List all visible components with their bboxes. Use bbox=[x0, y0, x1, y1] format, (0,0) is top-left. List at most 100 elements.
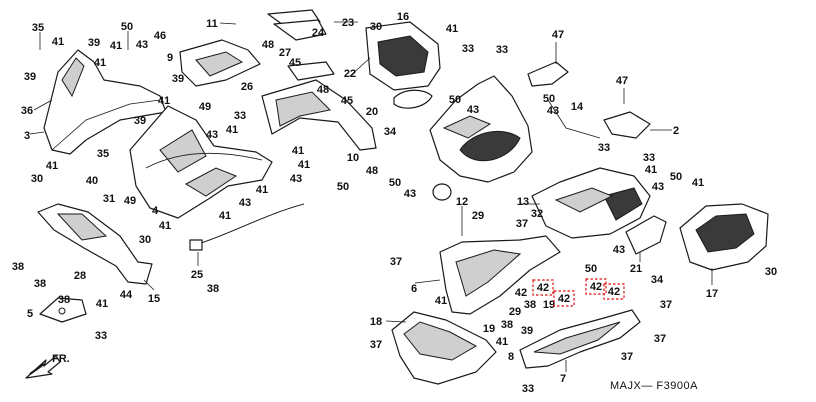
callout-41: 41 bbox=[94, 57, 106, 69]
callout-43: 43 bbox=[136, 39, 148, 51]
callout-43: 43 bbox=[206, 129, 218, 141]
callout-48: 48 bbox=[262, 39, 274, 51]
callout-45: 45 bbox=[341, 95, 353, 107]
leader-lines bbox=[39, 21, 713, 372]
callout-39: 39 bbox=[134, 115, 146, 127]
callout-41: 41 bbox=[96, 298, 108, 310]
callout-23: 23 bbox=[342, 17, 354, 29]
callout-33: 33 bbox=[462, 43, 474, 55]
lower-side-panel-left bbox=[37, 203, 153, 285]
side-cowl-part bbox=[129, 105, 273, 219]
callout-41: 41 bbox=[435, 295, 447, 307]
callout-35: 35 bbox=[97, 148, 109, 160]
callout-7: 7 bbox=[560, 373, 566, 385]
callout-2: 2 bbox=[673, 125, 679, 137]
upper-cowl-left-part bbox=[29, 49, 167, 155]
callout-17: 17 bbox=[706, 288, 718, 300]
middle-cowl-right-part bbox=[429, 75, 533, 201]
callout-4: 4 bbox=[152, 205, 159, 217]
callout-12: 12 bbox=[456, 196, 468, 208]
callout-38: 38 bbox=[12, 261, 24, 273]
callout-34: 34 bbox=[651, 274, 664, 286]
lower-cowl-part bbox=[391, 311, 497, 385]
callout-41: 41 bbox=[256, 184, 268, 196]
callout-43: 43 bbox=[467, 104, 479, 116]
callout-38: 38 bbox=[58, 294, 70, 306]
under-cover-part bbox=[519, 309, 641, 369]
callout-30: 30 bbox=[31, 173, 43, 185]
callout-33: 33 bbox=[234, 110, 246, 122]
diagram-code: MAJX— F3900A bbox=[610, 380, 698, 392]
callout-49: 49 bbox=[199, 101, 211, 113]
callout-33: 33 bbox=[643, 152, 655, 164]
callout-37: 37 bbox=[654, 333, 666, 345]
side-cowl-right-part bbox=[531, 167, 651, 239]
callout-42: 42 bbox=[515, 287, 527, 299]
callout-5: 5 bbox=[27, 308, 33, 320]
callout-25: 25 bbox=[191, 269, 203, 281]
front-arrow-icon: FR. bbox=[25, 353, 70, 379]
callout-42: 42 bbox=[537, 282, 549, 294]
callout-47: 47 bbox=[552, 29, 564, 41]
callout-41: 41 bbox=[446, 23, 458, 35]
callout-33: 33 bbox=[598, 142, 610, 154]
callout-50: 50 bbox=[543, 93, 555, 105]
small-bracket-part bbox=[39, 297, 87, 323]
brackets-right bbox=[527, 61, 651, 139]
callout-33: 33 bbox=[95, 330, 107, 342]
callout-37: 37 bbox=[516, 218, 528, 230]
inner-duct-part bbox=[179, 9, 335, 87]
callout-41: 41 bbox=[692, 177, 704, 189]
callout-38: 38 bbox=[34, 278, 46, 290]
callout-6: 6 bbox=[411, 283, 417, 295]
callout-18: 18 bbox=[370, 316, 382, 328]
callout-46: 46 bbox=[154, 30, 166, 42]
callout-40: 40 bbox=[86, 175, 98, 187]
cable-part bbox=[189, 203, 305, 251]
callout-33: 33 bbox=[496, 44, 508, 56]
callout-41: 41 bbox=[46, 160, 58, 172]
callout-32: 32 bbox=[531, 208, 543, 220]
callout-50: 50 bbox=[121, 21, 133, 33]
callout-41: 41 bbox=[219, 210, 231, 222]
callout-41: 41 bbox=[52, 36, 64, 48]
small-cover-part bbox=[625, 215, 667, 255]
callout-41: 41 bbox=[292, 145, 304, 157]
callout-11: 11 bbox=[206, 18, 218, 30]
callout-50: 50 bbox=[670, 171, 682, 183]
callout-42: 42 bbox=[608, 286, 620, 298]
callout-39: 39 bbox=[521, 325, 533, 337]
callout-26: 26 bbox=[241, 81, 253, 93]
callout-39: 39 bbox=[88, 37, 100, 49]
callout-43: 43 bbox=[239, 197, 251, 209]
callout-48: 48 bbox=[366, 165, 378, 177]
under-cowl-part bbox=[439, 235, 561, 315]
callout-41: 41 bbox=[159, 220, 171, 232]
callout-21: 21 bbox=[630, 263, 642, 275]
callout-43: 43 bbox=[404, 188, 416, 200]
callout-43: 43 bbox=[613, 244, 625, 256]
callout-30: 30 bbox=[370, 21, 382, 33]
callout-43: 43 bbox=[652, 181, 664, 193]
callout-50: 50 bbox=[389, 177, 401, 189]
callout-41: 41 bbox=[110, 40, 122, 52]
callout-9: 9 bbox=[167, 52, 173, 64]
callout-37: 37 bbox=[370, 339, 382, 351]
highlight-box-42 bbox=[585, 278, 607, 295]
air-duct-part bbox=[679, 203, 769, 271]
highlight-box-42 bbox=[603, 283, 625, 300]
callout-30: 30 bbox=[139, 234, 151, 246]
callout-8: 8 bbox=[508, 351, 514, 363]
callout-48: 48 bbox=[317, 84, 329, 96]
center-bracket-part bbox=[261, 79, 377, 151]
callout-47: 47 bbox=[616, 75, 628, 87]
callout-15: 15 bbox=[148, 293, 160, 305]
callout-41: 41 bbox=[496, 336, 508, 348]
callout-38: 38 bbox=[501, 319, 513, 331]
highlight-box-42 bbox=[532, 279, 554, 296]
callout-43: 43 bbox=[547, 105, 559, 117]
callout-42: 42 bbox=[590, 281, 602, 293]
callout-30: 30 bbox=[765, 266, 777, 278]
callout-34: 34 bbox=[384, 126, 397, 138]
